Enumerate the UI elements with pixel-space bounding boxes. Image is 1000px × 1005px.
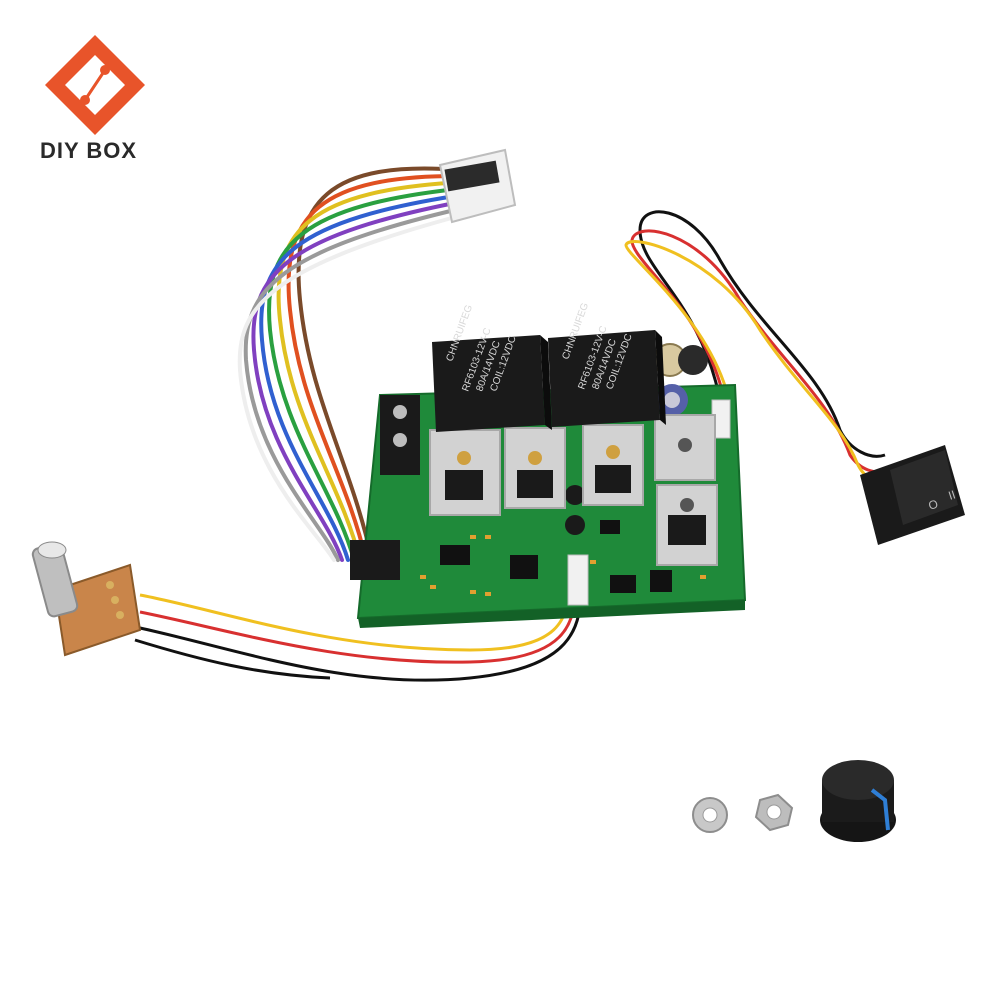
switch-label-off: O: [927, 497, 940, 513]
heatsink: [654, 414, 716, 481]
brand-name: DIY BOX: [40, 138, 138, 163]
heatsink: [582, 424, 644, 506]
switch-wires: [624, 210, 896, 487]
ribbon-connector: [438, 148, 517, 224]
washer: [692, 797, 728, 833]
heatsink: [504, 427, 566, 509]
heatsink: [656, 484, 718, 566]
ribbon-cable: [237, 166, 476, 562]
rocker-switch: O II: [860, 445, 965, 545]
switch-label-on: II: [947, 487, 958, 502]
relay-right: CHNRUIFEG RF6103-12V-C 80A/14VDC COIL:12…: [548, 301, 666, 427]
heatsink: [429, 429, 501, 516]
potentiometer: [31, 541, 142, 657]
brand-logo: [45, 35, 145, 135]
knob: [820, 760, 896, 842]
logo-block: DIY BOX: [40, 30, 160, 170]
pot-wires: [134, 579, 583, 682]
nut: [754, 793, 794, 832]
relay-left: CHNRUIFEG RF6103-12V-C 80A/14VDC COIL:12…: [432, 303, 552, 432]
heatsinks: [429, 414, 718, 566]
